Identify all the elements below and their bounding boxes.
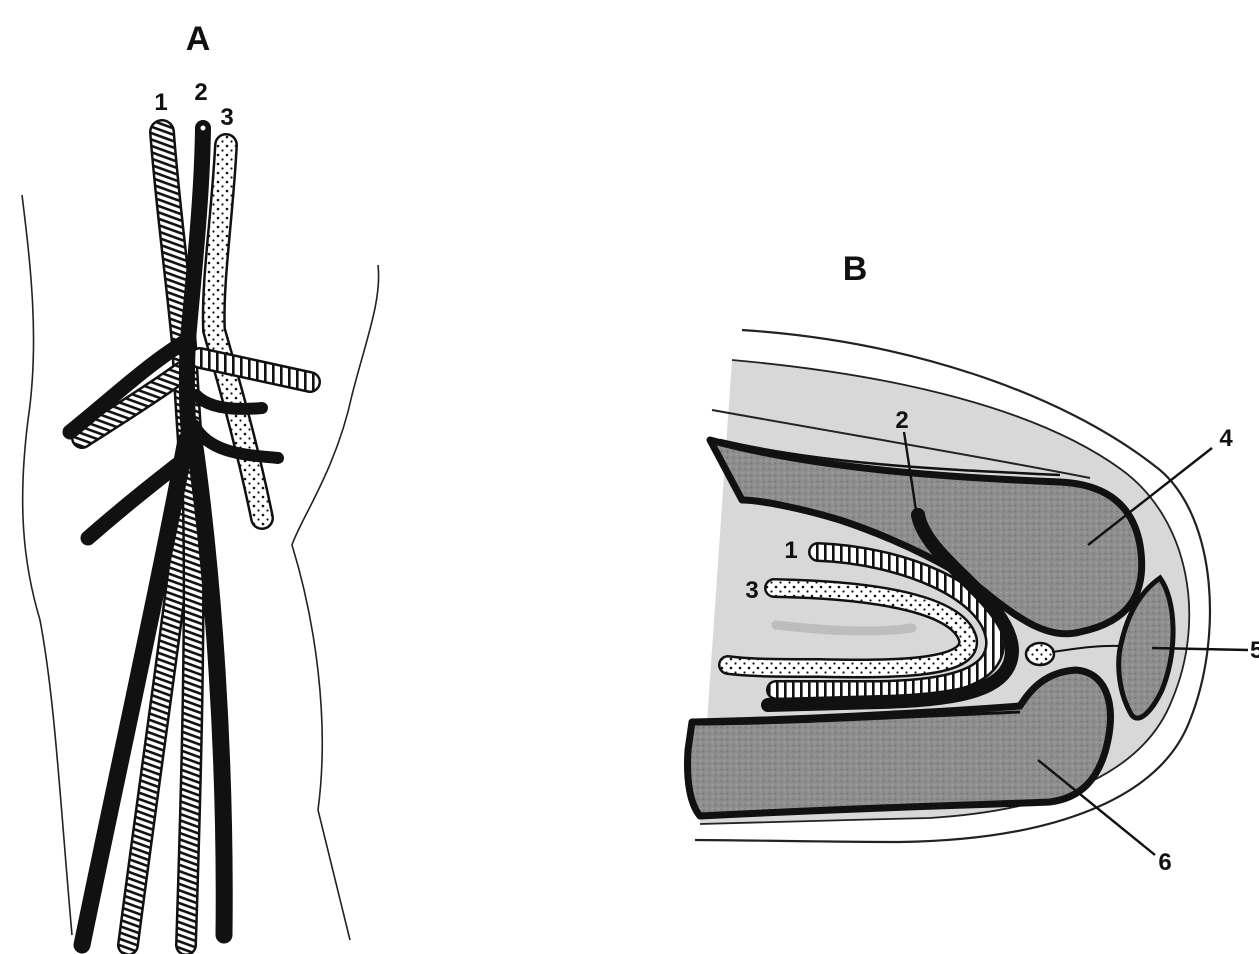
panel-a-title: A	[186, 20, 211, 58]
label-b-6: 6	[1158, 849, 1171, 876]
label-a-3: 3	[220, 104, 233, 131]
sesamoid	[1026, 643, 1054, 665]
label-b-5: 5	[1250, 637, 1259, 664]
panel-b-title: B	[843, 250, 868, 288]
label-b-4: 4	[1219, 425, 1233, 452]
label-b-1: 1	[784, 537, 797, 564]
label-a-2: 2	[194, 79, 207, 106]
panel-a: A	[22, 20, 379, 945]
label-b-2: 2	[895, 407, 908, 434]
label-b-3: 3	[745, 577, 758, 604]
label-a-1: 1	[154, 89, 167, 116]
panel-b: B 1 2 3 4	[688, 250, 1259, 876]
